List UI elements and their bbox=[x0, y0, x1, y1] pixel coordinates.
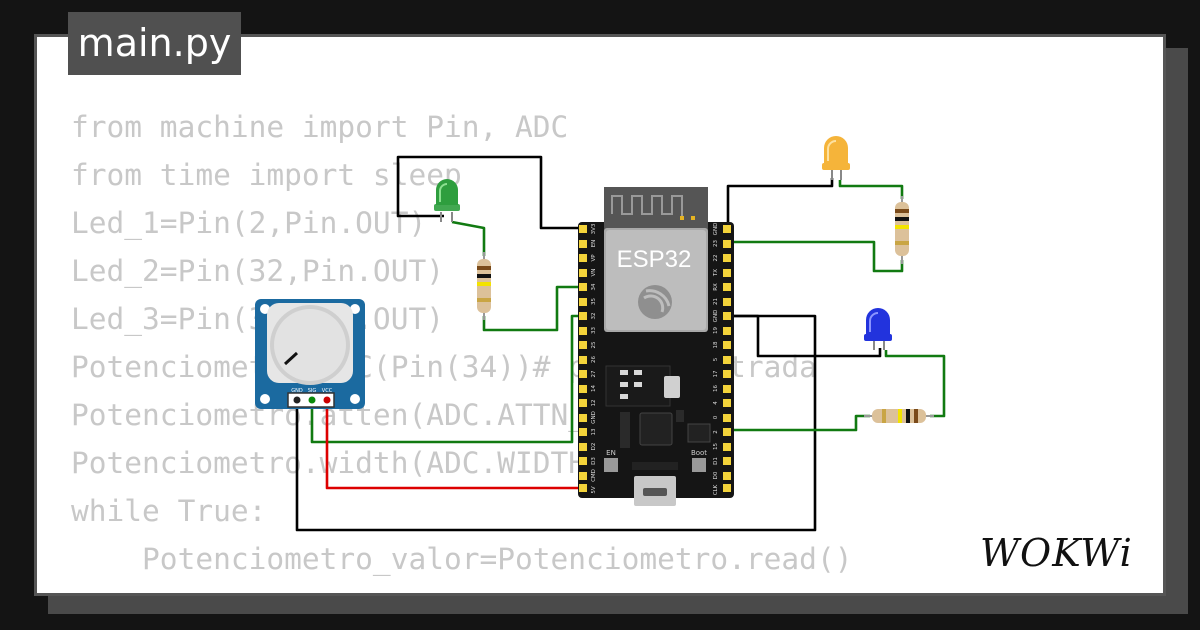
pot-pin-label: SIG bbox=[308, 388, 317, 394]
pin-label: 2 bbox=[713, 430, 719, 434]
pin-label: 35 bbox=[591, 298, 597, 305]
pin-label: VP bbox=[591, 254, 597, 262]
pin-label: 22 bbox=[713, 255, 719, 262]
wire-green-led-resistor bbox=[451, 220, 486, 256]
pin-label: D2 bbox=[591, 443, 597, 451]
pin-label: 27 bbox=[591, 370, 597, 377]
pin-headers-left[interactable] bbox=[579, 225, 587, 492]
wire-ground-pot bbox=[295, 314, 817, 532]
pin-label: 5 bbox=[713, 357, 719, 361]
code-line: from time import sleep bbox=[71, 158, 462, 192]
wires bbox=[295, 155, 946, 532]
code-line: while True: bbox=[71, 494, 267, 528]
espressif-logo-icon bbox=[638, 285, 672, 319]
pin-label: 26 bbox=[591, 356, 597, 363]
code-line: Potenciometro.atten(ADC.ATTN_11DB) bbox=[71, 398, 675, 432]
led-green[interactable] bbox=[434, 179, 460, 222]
pin-label: 17 bbox=[713, 370, 719, 377]
wire-ground-blue-led bbox=[728, 314, 882, 358]
resistor-horizontal[interactable] bbox=[864, 409, 934, 423]
code-line: Led_2=Pin(32,Pin.OUT) bbox=[71, 254, 444, 288]
pin-label: D3 bbox=[591, 457, 597, 465]
pin-label: GND bbox=[591, 411, 597, 424]
resistor-vertical-left[interactable] bbox=[477, 252, 491, 320]
led-orange[interactable] bbox=[822, 136, 850, 180]
pin-label: 19 bbox=[713, 327, 719, 334]
wire-resistor-pin32 bbox=[482, 285, 586, 332]
pin-label: 23 bbox=[713, 240, 719, 247]
wire-pot-vcc bbox=[325, 403, 586, 490]
pin-label: 16 bbox=[713, 385, 719, 392]
pot-pin-label: VCC bbox=[322, 388, 333, 394]
pin-label: TX bbox=[713, 269, 719, 277]
logo-text: WOKWi bbox=[980, 531, 1133, 575]
wire-orange-led-resistor bbox=[838, 180, 904, 199]
pin-label: CLK bbox=[713, 484, 719, 495]
pin-label: 34 bbox=[591, 283, 597, 290]
pin-label: 5V bbox=[591, 486, 597, 493]
pin-label: 3V3 bbox=[591, 223, 597, 234]
pin-label: D1 bbox=[713, 457, 719, 465]
pin-label: 21 bbox=[713, 298, 719, 305]
pin-label: 14 bbox=[591, 385, 597, 392]
pin-label: 18 bbox=[713, 341, 719, 348]
pin-label: 32 bbox=[591, 313, 597, 320]
wire-resistor-pin2 bbox=[728, 414, 870, 432]
pot-pin-label: GND bbox=[291, 388, 303, 394]
pin-label: 33 bbox=[591, 327, 597, 334]
code-line: volt=Potenciometro_valor/1023*3.3 bbox=[71, 583, 852, 593]
code-line: from machine import Pin, ADC bbox=[71, 110, 569, 144]
boot-button-label: Boot bbox=[691, 449, 707, 457]
esp32-board[interactable]: ESP32 3V3ENVPVN343532332526271412GND13D2… bbox=[578, 187, 734, 506]
pin-label: D0 bbox=[713, 471, 719, 479]
code-line: Potenciometro_valor=Potenciometro.read() bbox=[71, 542, 853, 576]
pin-label: 13 bbox=[591, 428, 597, 435]
led-blue[interactable] bbox=[864, 308, 892, 350]
pin-headers-right[interactable] bbox=[723, 225, 731, 492]
pin-label: CMD bbox=[591, 469, 597, 482]
pin-label: 12 bbox=[591, 400, 597, 407]
wire-resistor-pin23 bbox=[728, 240, 904, 273]
pin-label: GND bbox=[713, 223, 719, 236]
resistor-vertical-right[interactable] bbox=[895, 196, 909, 264]
pin-label: GND bbox=[713, 310, 719, 323]
en-button-label: EN bbox=[606, 449, 616, 457]
wire-ground-green-led bbox=[396, 155, 582, 230]
wokwi-logo[interactable]: WOKWi bbox=[978, 522, 1152, 580]
pin-label: 15 bbox=[713, 443, 719, 450]
pin-label: 25 bbox=[591, 341, 597, 348]
pin-label: VN bbox=[591, 269, 597, 277]
pin-label: 4 bbox=[713, 401, 719, 405]
code-line: Led_1=Pin(2,Pin.OUT) bbox=[71, 206, 427, 240]
pin-label: EN bbox=[591, 240, 597, 248]
board-label: ESP32 bbox=[617, 246, 692, 273]
wire-blue-led-resistor bbox=[884, 350, 946, 418]
pin-label: 0 bbox=[713, 415, 719, 419]
pin-label: RX bbox=[713, 283, 719, 291]
wire-ground-orange-led bbox=[726, 178, 834, 243]
file-tab[interactable]: main.py bbox=[68, 12, 241, 75]
potentiometer[interactable]: GND SIG VCC bbox=[255, 299, 365, 409]
wire-pot-sig-pin34 bbox=[310, 314, 586, 444]
